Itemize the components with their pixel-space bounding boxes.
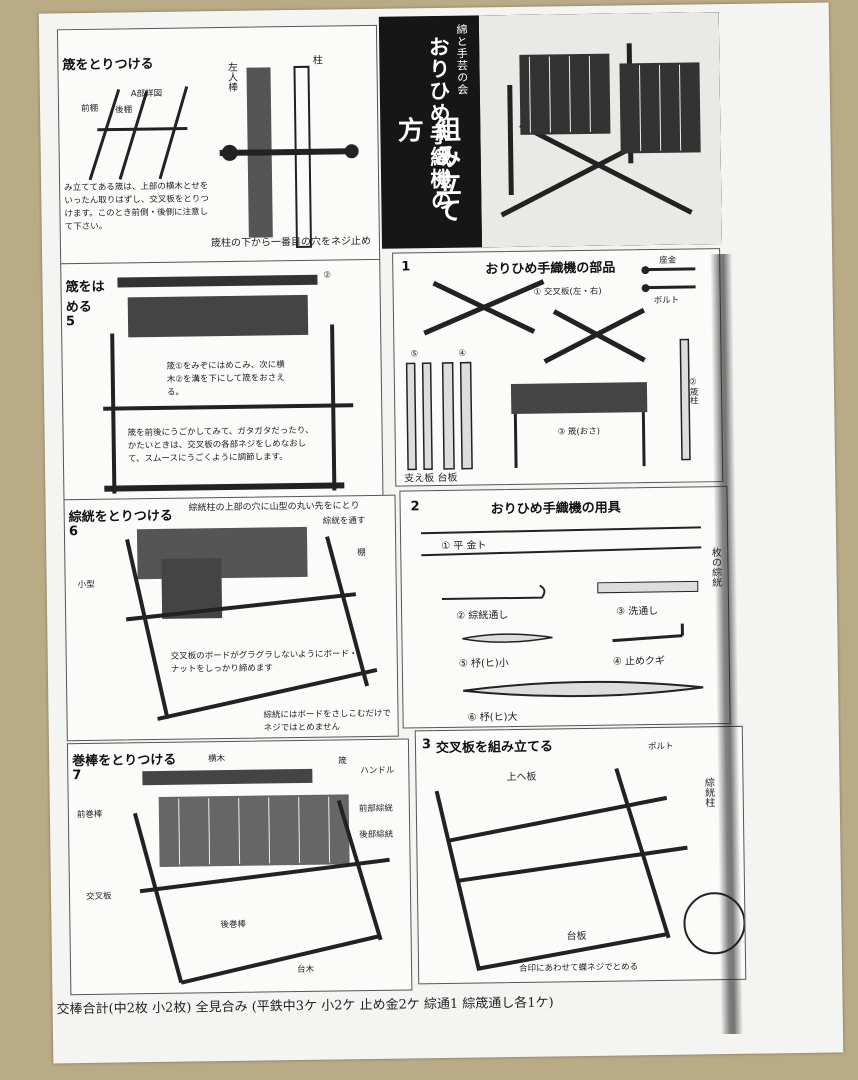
tool-3-label: ③ 洗通し bbox=[616, 605, 659, 618]
roller-drawing bbox=[132, 768, 390, 985]
reed-text-2: 筬を前後にうごかしてみて、ガタガタだったり、かたいときは、交叉板の各部ネジをしめ… bbox=[127, 425, 314, 465]
panel-3-cross-board: 3 交叉板を組み立てる ボルト 上へ板 綜絖柱 台板 合印にあわせて蝶ネジでとめ… bbox=[414, 725, 747, 985]
panel-7-rollers: 7 巻棒をとりつける 横木 筬 ハンドル 前巻棒 前部綜絖 後部綜絖 交叉板 後… bbox=[66, 738, 413, 996]
tool-1-label: ① 平 金ト bbox=[441, 540, 487, 552]
heddle-note: 綜絖にはボードをさしこむだけでネジではとめません bbox=[263, 708, 392, 734]
screw-note: 筬柱の下から一番目の穴をネジ止め bbox=[210, 235, 371, 250]
panel-2-tools: 2 おりひめ手織機の用具 ① 平 金ト ② 綜絖通し ③ 洗通し ⑤ 杼(ヒ)小… bbox=[399, 485, 731, 729]
handwritten-footer: 交棒合計(中2枚 小2枚) 全見合み (平鉄中3ケ 小2ケ 止め金2ケ 綜通1 … bbox=[56, 995, 554, 1018]
heddle-instructions: 交叉板のボードがグラグラしないようにボード・ナットをしっかり締めます bbox=[170, 649, 358, 675]
tool-5-label: ⑤ 杼(ヒ)小 bbox=[458, 658, 509, 670]
panel-5-fit-reed: 5 筬をはめる ① ② 筬①をみぞにはめこみ、次に横木②を溝を下にして筬をおさえ… bbox=[60, 258, 384, 502]
tool-2-label: ② 綜絖通し bbox=[456, 610, 509, 622]
alignment-note: 合印にあわせて蝶ネジでとめる bbox=[519, 962, 639, 974]
title-block: 綿と手芸の会 おりひめ手織機の 組み立て方 bbox=[378, 12, 722, 249]
title-line2: 組み立て方 bbox=[393, 115, 462, 225]
tools-drawing bbox=[420, 526, 704, 698]
reed-instructions: み立ててある筬は、上部の横木とせをいったん取りはずし、交叉板をとりつけます。この… bbox=[64, 181, 209, 233]
heddle-drawing bbox=[125, 526, 378, 721]
panel-attach-reed: 筬をとりつける A部詳図 前棚 後棚 左人棒 柱 み立ててある筬は、上部の横木と… bbox=[56, 24, 381, 266]
reed-detail-drawing bbox=[88, 65, 359, 248]
panel-1-parts: 1 おりひめ手織機の部品 ① 交叉板(左・右) ボルト 座金 ⑤ ④ ③ 筬(お… bbox=[392, 248, 724, 487]
support-board-note: 支え板 台板 bbox=[404, 472, 458, 485]
reed-fitting-drawing bbox=[103, 274, 354, 494]
paper-sheet: 筬をとりつける A部詳図 前棚 後棚 左人棒 柱 み立ててある筬は、上部の横木と… bbox=[38, 2, 844, 1064]
parts-drawing bbox=[405, 266, 696, 471]
tool-4-label: ④ 止めクギ bbox=[612, 655, 666, 668]
panel-6-heddles: 6 綜絖をとりつける 綜絖柱の上部の穴に山型の丸い先をにとり 綜絖を通す 小型 … bbox=[63, 494, 399, 742]
publisher-name: 綿と手芸の会 bbox=[454, 23, 469, 96]
cross-board-drawing bbox=[434, 767, 746, 971]
reed-text-1: 筬①をみぞにはめこみ、次に横木②を溝を下にして筬をおさえる。 bbox=[166, 360, 285, 398]
loom-illustration bbox=[478, 12, 722, 248]
tool-6-label: ⑥ 杼(ヒ)大 bbox=[467, 711, 518, 724]
